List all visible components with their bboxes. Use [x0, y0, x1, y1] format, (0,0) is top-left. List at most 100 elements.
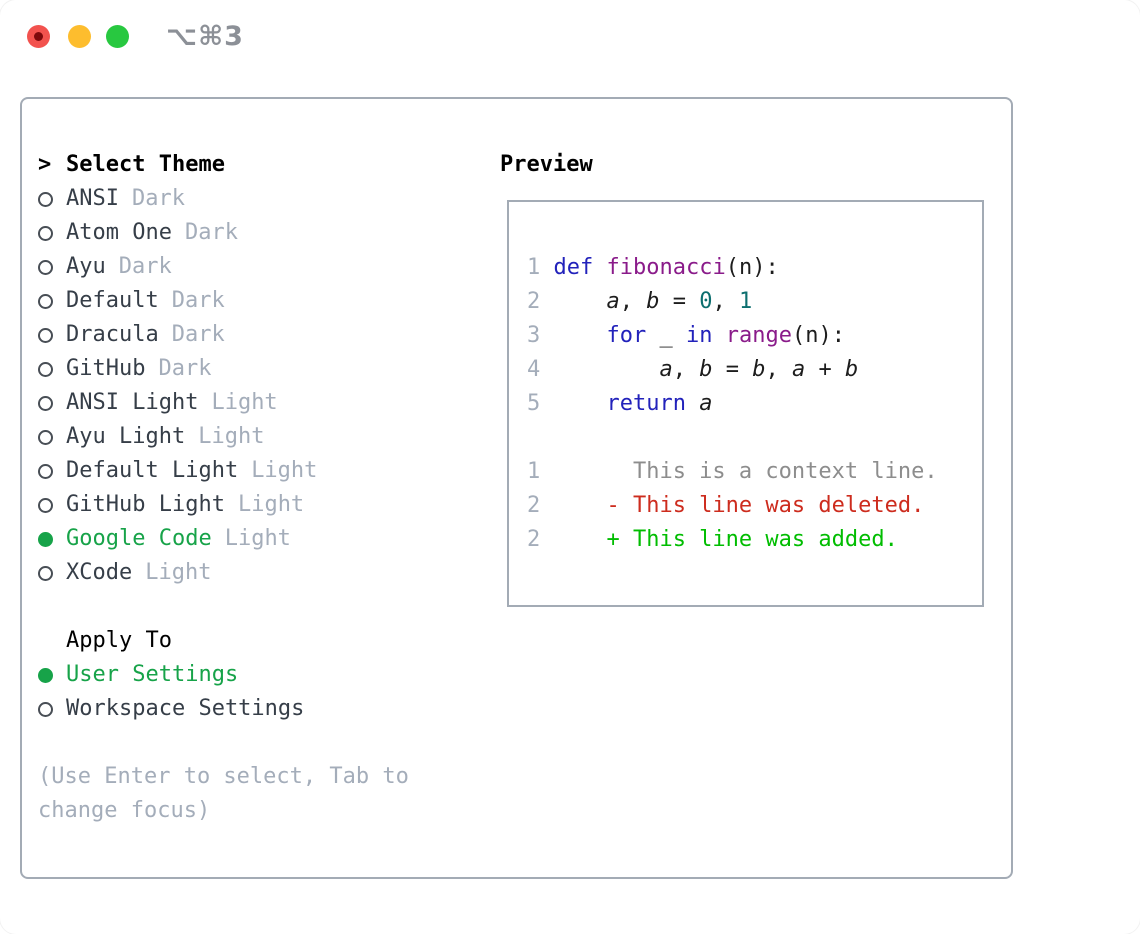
theme-option-ansi[interactable]: ANSI Dark	[38, 182, 462, 216]
theme-name: Ayu Light	[66, 424, 186, 449]
theme-option-github-light[interactable]: GitHub Light Light	[38, 488, 462, 522]
minimize-button[interactable]	[68, 25, 91, 48]
radio-circle	[38, 293, 53, 309]
code-line: 5 return a	[527, 387, 982, 421]
apply-option-label: User Settings	[66, 662, 239, 687]
radio-circle	[38, 361, 53, 377]
theme-option-ayu-light[interactable]: Ayu Light Light	[38, 420, 462, 454]
radio-circle	[38, 667, 53, 683]
theme-list-header: > Select Theme	[38, 148, 462, 182]
theme-variant-tag: Dark	[158, 356, 212, 381]
zoom-button[interactable]	[106, 25, 129, 48]
radio-icon	[38, 327, 66, 343]
theme-variant-tag: Light	[198, 424, 265, 449]
theme-option-github[interactable]: GitHub Dark	[38, 352, 462, 386]
radio-circle	[38, 225, 53, 241]
diff-line-added: 2 + This line was added.	[527, 523, 982, 557]
theme-variant-tag: Dark	[171, 288, 225, 313]
token-txt: _	[646, 323, 686, 348]
theme-name: ANSI Light	[66, 390, 199, 415]
theme-name: GitHub	[66, 356, 146, 381]
window-title: ⌥⌘3	[166, 21, 244, 52]
line-number: 2	[527, 289, 541, 314]
theme-name: GitHub Light	[66, 492, 225, 517]
theme-variant-tag: Light	[224, 526, 291, 551]
radio-circle	[38, 463, 53, 479]
diff-line-context: 1 This is a context line.	[527, 455, 982, 489]
token-txt	[553, 289, 606, 314]
radio-circle	[38, 531, 53, 547]
token-lit: 0	[699, 289, 713, 314]
token-var: b	[699, 357, 713, 382]
token-var: b	[844, 357, 859, 382]
radio-icon	[38, 463, 66, 479]
theme-variant-tag: Dark	[184, 220, 238, 245]
radio-icon	[38, 225, 66, 241]
radio-icon	[38, 701, 66, 717]
radio-icon	[38, 361, 66, 377]
code-line: 4 a, b = b, a + b	[527, 353, 982, 387]
radio-icon	[38, 565, 66, 581]
keyboard-hint: (Use Enter to select, Tab to change focu…	[38, 764, 409, 823]
token-txt: ,	[619, 289, 647, 314]
line-number: 4	[527, 357, 541, 382]
line-number: 2	[527, 527, 541, 552]
close-button[interactable]	[27, 25, 50, 48]
select-theme-title: Select Theme	[66, 152, 225, 177]
token-fn: range	[725, 323, 792, 348]
theme-variant-tag: Light	[237, 492, 305, 517]
theme-name: Dracula	[66, 322, 159, 347]
token-txt	[553, 323, 606, 348]
token-kw: def	[553, 255, 594, 280]
theme-option-dracula[interactable]: Dracula Dark	[38, 318, 462, 352]
radio-circle	[38, 497, 53, 513]
radio-icon	[38, 429, 66, 445]
theme-name: ANSI	[66, 186, 119, 211]
theme-variant-tag: Dark	[171, 322, 225, 347]
token-var: a	[606, 289, 620, 314]
token-var: a	[659, 357, 673, 382]
line-number: 3	[527, 323, 541, 348]
token-txt: +	[805, 357, 845, 382]
token-fn: fibonacci	[606, 255, 726, 280]
token-txt	[686, 391, 699, 416]
radio-circle	[38, 259, 53, 275]
token-txt: ,	[712, 289, 739, 314]
apply-option-user-settings[interactable]: User Settings	[38, 658, 462, 692]
token-txt: =	[659, 289, 700, 314]
radio-circle	[38, 191, 53, 207]
preview-title: Preview	[500, 152, 593, 177]
token-txt: ,	[765, 357, 792, 382]
theme-variant-tag: Light	[211, 390, 278, 415]
radio-icon	[38, 395, 66, 411]
apply-option-label: Workspace Settings	[66, 696, 305, 721]
token-txt	[712, 323, 725, 348]
radio-selected-icon	[38, 531, 66, 547]
token-txt: ,	[672, 357, 700, 382]
token-ctx: This is a context line.	[553, 459, 938, 484]
theme-variant-tag: Dark	[131, 186, 185, 211]
theme-option-ansi-light[interactable]: ANSI Light Light	[38, 386, 462, 420]
token-txt	[553, 391, 606, 416]
radio-icon	[38, 191, 66, 207]
radio-circle	[38, 701, 53, 717]
radio-icon	[38, 259, 66, 275]
token-txt	[593, 255, 606, 280]
apply-option-workspace-settings[interactable]: Workspace Settings	[38, 692, 462, 726]
token-txt	[553, 357, 659, 382]
radio-circle	[38, 565, 53, 581]
radio-circle	[38, 395, 53, 411]
token-kw: in	[685, 323, 713, 348]
